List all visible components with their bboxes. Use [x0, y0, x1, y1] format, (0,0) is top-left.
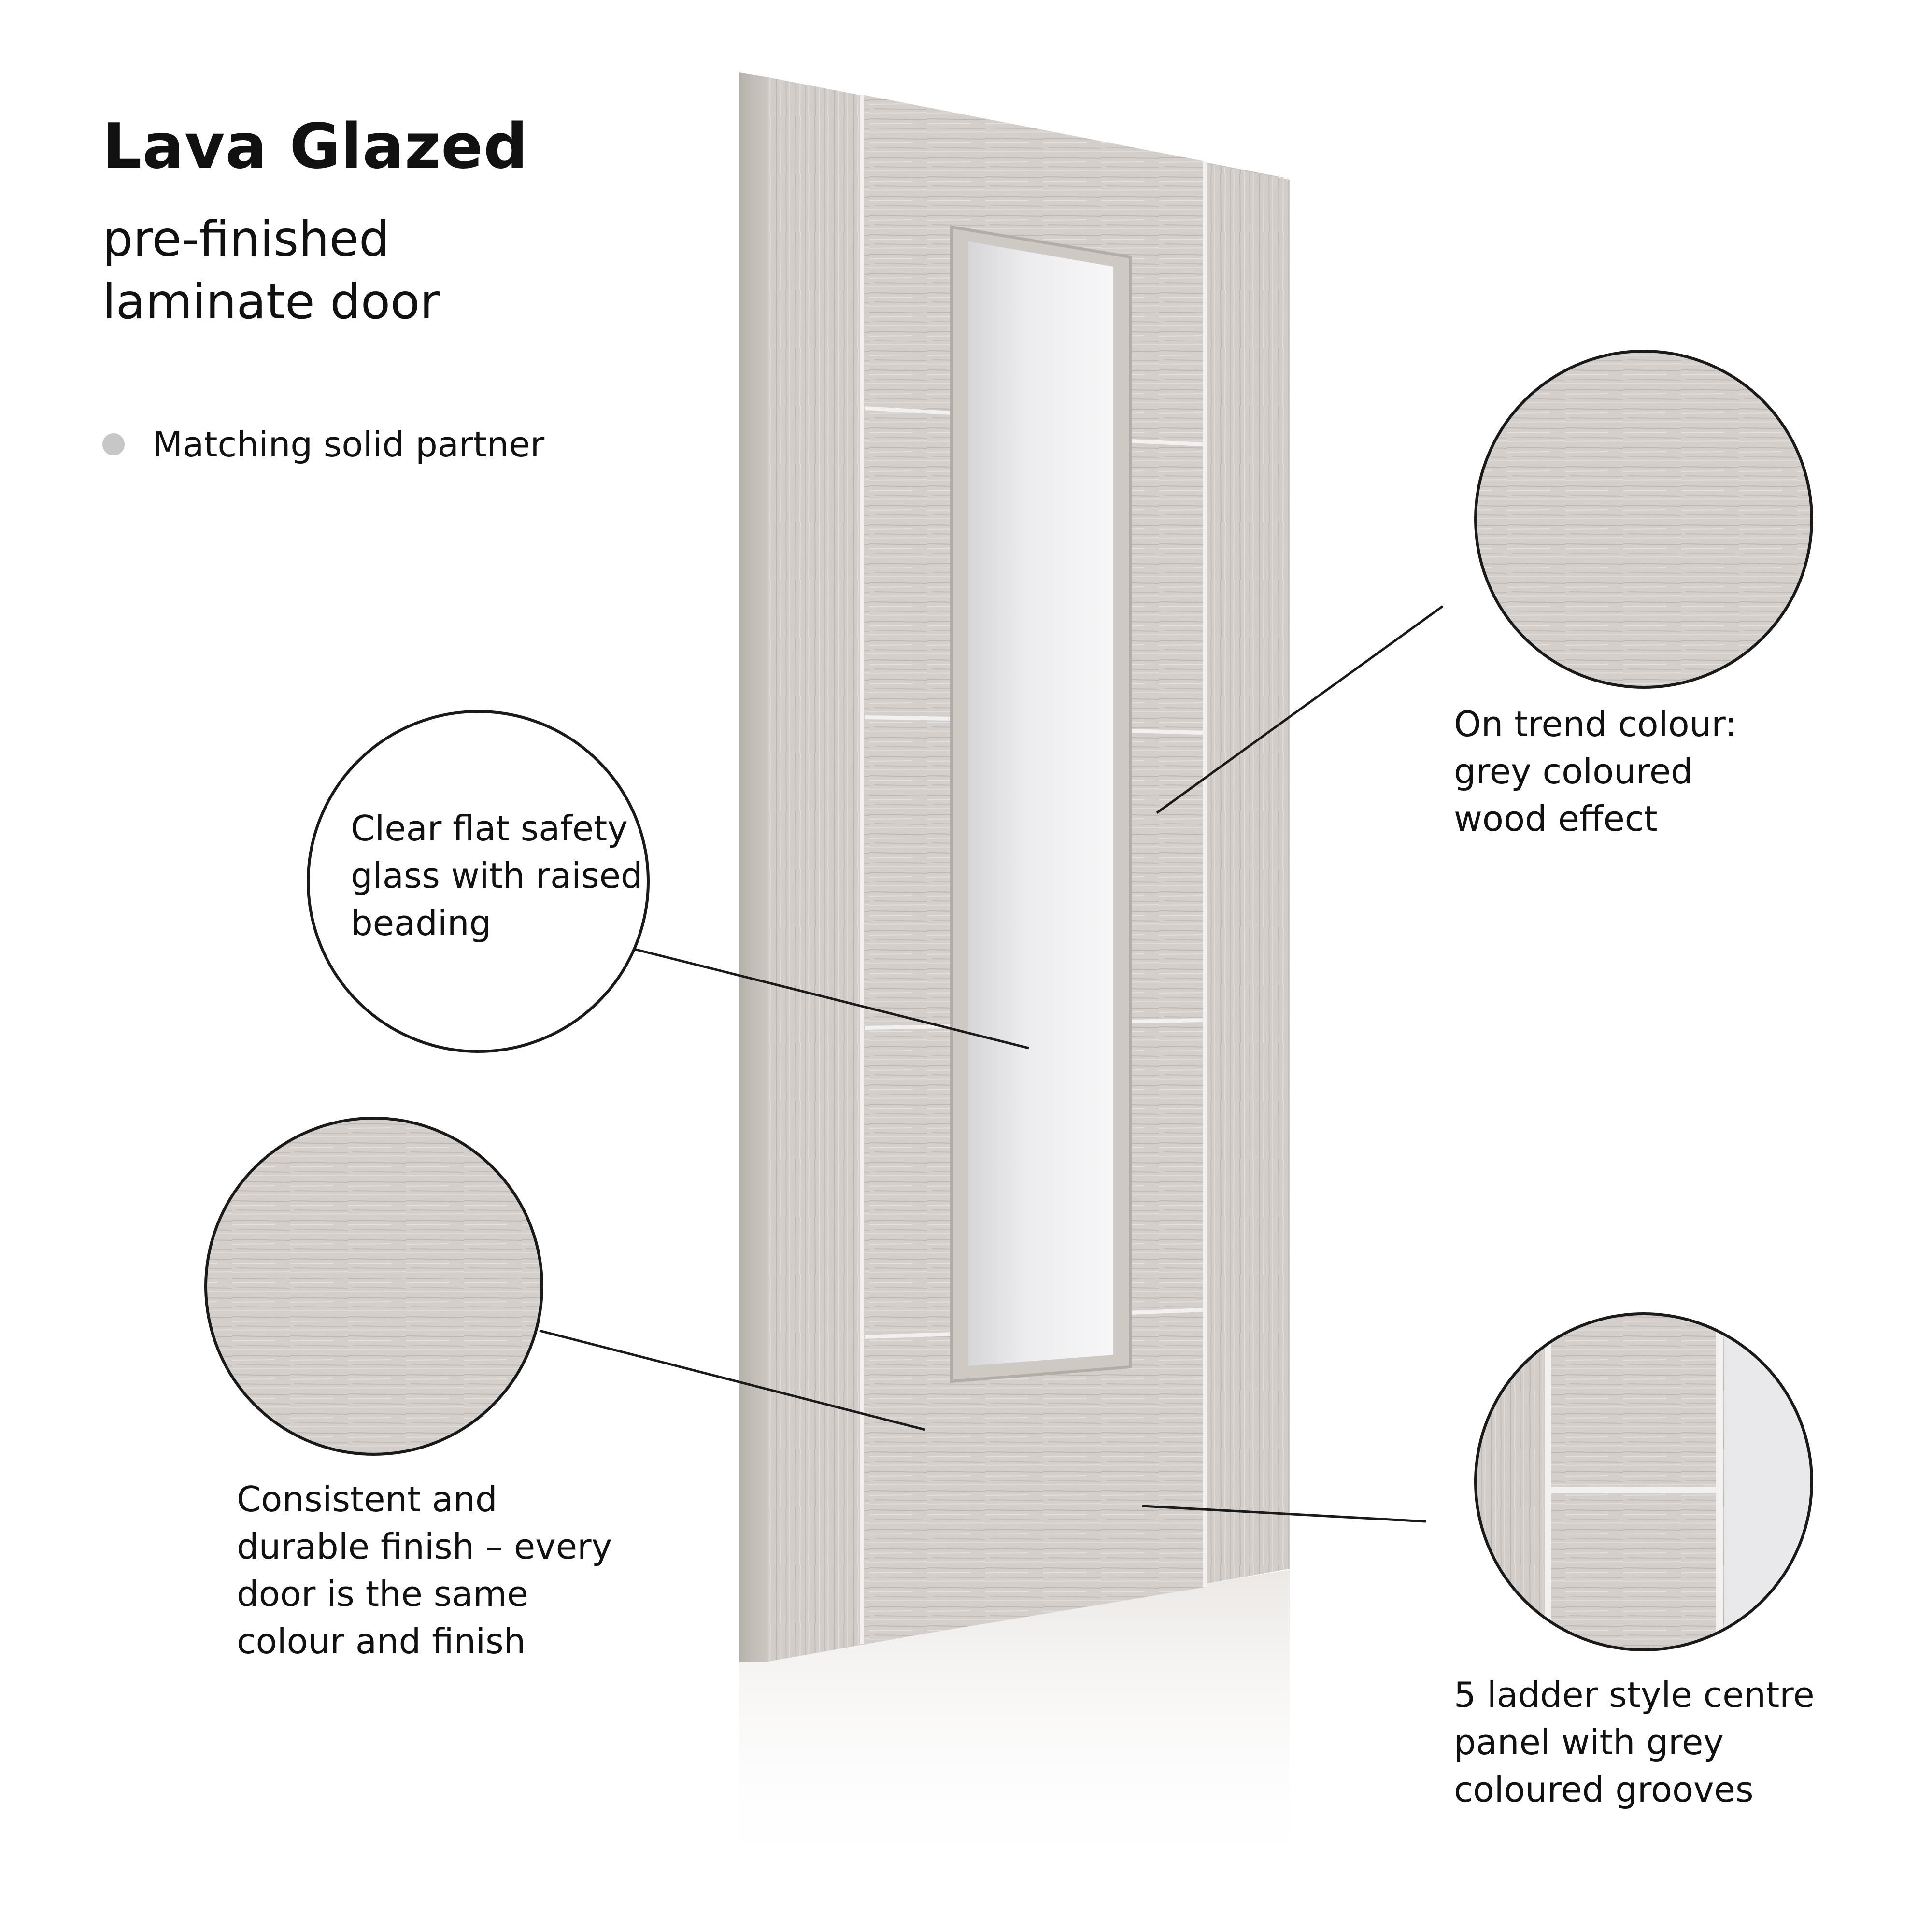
- glass-callout-circle: Clear flat safety glass with raised bead…: [307, 710, 650, 1053]
- grooves-callout-text: 5 ladder style centre panel with grey co…: [1454, 1671, 1815, 1813]
- callout-line: glass with raised: [351, 855, 643, 896]
- glass-callout-text: Clear flat safety glass with raised bead…: [351, 805, 643, 947]
- callout-line: Consistent and: [237, 1479, 497, 1520]
- callout-line: panel with grey: [1454, 1722, 1724, 1762]
- groove-left-4: [864, 1332, 952, 1339]
- glass-pane: [968, 242, 1113, 1366]
- callout-line: Clear flat safety: [351, 808, 628, 849]
- zoom-finish: [204, 1117, 543, 1456]
- product-title: Lava Glazed: [102, 111, 528, 183]
- zoom-grooves: [1474, 1312, 1813, 1651]
- groove-left-3: [864, 1024, 952, 1030]
- groove-right-3: [1130, 1018, 1203, 1023]
- groove-right-4: [1130, 1308, 1203, 1315]
- callout-line: coloured grooves: [1454, 1769, 1754, 1810]
- groove-left-2: [864, 715, 952, 721]
- groove-left-1: [864, 406, 952, 415]
- callout-line: door is the same: [237, 1574, 528, 1614]
- ladder-grooves: [864, 406, 1203, 1339]
- subtitle-line: laminate door: [102, 273, 440, 330]
- callout-line: beading: [351, 903, 492, 943]
- callout-line: On trend colour:: [1454, 704, 1737, 744]
- leader-line-glass: [634, 948, 1029, 1050]
- subtitle-line: pre-finished: [102, 211, 390, 267]
- leader-line-grooves: [1142, 1505, 1426, 1523]
- product-subtitle: pre-finished laminate door: [102, 208, 682, 333]
- leader-line-finish: [539, 1329, 925, 1431]
- door-edge: [739, 72, 768, 1662]
- feature-bullet: Matching solid partner: [102, 423, 544, 466]
- callout-line: wood effect: [1454, 798, 1658, 839]
- bullet-dot-icon: [102, 433, 125, 455]
- groove-right-2: [1130, 729, 1203, 735]
- groove-right-1: [1130, 439, 1203, 446]
- finish-callout-text: Consistent and durable finish – every do…: [237, 1476, 612, 1665]
- colour-callout-text: On trend colour: grey coloured wood effe…: [1454, 700, 1737, 842]
- feature-bullet-text: Matching solid partner: [153, 424, 545, 465]
- leader-lines: [539, 605, 1444, 1523]
- door-reflection: [739, 1570, 1290, 1884]
- callout-line: grey coloured: [1454, 751, 1693, 792]
- leader-line-colour: [1156, 605, 1444, 814]
- callout-line: colour and finish: [237, 1621, 526, 1662]
- callout-line: 5 ladder style centre: [1454, 1675, 1815, 1715]
- callout-line: durable finish – every: [237, 1526, 612, 1567]
- zoom-wood-effect: [1474, 350, 1813, 689]
